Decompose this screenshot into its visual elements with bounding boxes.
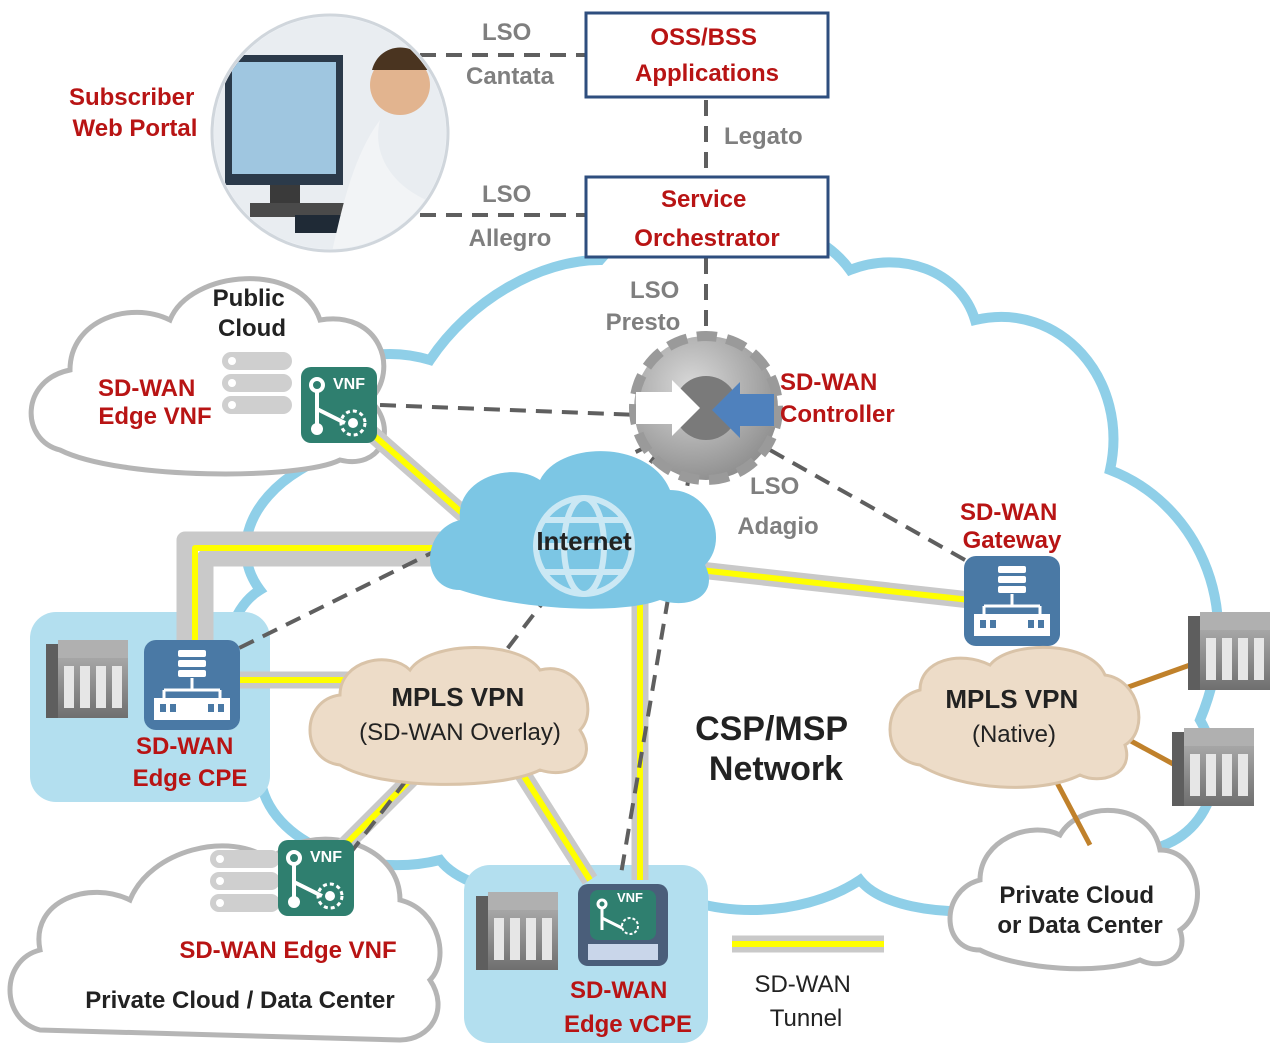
internet-cloud[interactable] <box>430 451 717 609</box>
network-switch-icon[interactable] <box>142 638 242 732</box>
server-rack-icon <box>222 352 292 414</box>
gateway-label: SD-WAN Gateway <box>960 499 1064 554</box>
controller-gear-icon[interactable] <box>629 331 783 485</box>
vnf-icon: VNF <box>276 838 356 918</box>
internet-label: Internet <box>536 526 632 556</box>
building-icon <box>46 640 128 718</box>
lso-cantata-label: LSO Cantata <box>466 19 555 90</box>
mpls-native-cloud[interactable] <box>888 645 1141 789</box>
legend-label: SD-WAN Tunnel <box>754 971 857 1032</box>
globe-icon <box>533 495 635 597</box>
private-dc-left-label: Private Cloud / Data Center <box>85 987 394 1014</box>
vnf-icon: VNF <box>299 365 379 445</box>
lso-adagio-label: LSO Adagio <box>737 473 818 540</box>
svg-text:VNF: VNF <box>333 376 365 393</box>
private-vnf-label: SD-WAN Edge VNF <box>179 937 396 964</box>
public-cloud <box>28 276 387 477</box>
mpls-overlay-label: MPLS VPN (SD-WAN Overlay) <box>359 682 561 746</box>
public-vnf-label: SD-WAN Edge VNF <box>98 375 212 430</box>
private-cloud-right <box>947 807 1200 972</box>
service-orchestrator-box[interactable] <box>584 175 830 259</box>
tunnel-legend: SD-WAN Tunnel <box>732 935 884 1032</box>
network-switch-icon[interactable] <box>962 554 1062 648</box>
mpls-native-label: MPLS VPN (Native) <box>945 684 1082 748</box>
lso-presto-label: LSO Presto <box>606 277 686 336</box>
csp-network-label: CSP/MSP Network <box>695 710 857 788</box>
vcpe-device-icon[interactable]: VNF <box>578 884 668 966</box>
mpls-overlay-cloud[interactable] <box>308 646 590 786</box>
svg-text:VNF: VNF <box>617 890 643 905</box>
building-icon <box>1172 728 1254 806</box>
lso-allegro-label: LSO Allegro <box>469 181 552 252</box>
svg-text:VNF: VNF <box>310 849 342 866</box>
legato-label: Legato <box>724 123 803 150</box>
server-rack-icon <box>210 850 280 912</box>
building-icon <box>476 892 558 970</box>
edge-cpe-label: SD-WAN Edge CPE <box>133 733 248 792</box>
orchestrator-label: Service Orchestrator <box>634 186 779 252</box>
oss-bss-box[interactable] <box>584 11 830 99</box>
building-icon <box>1188 612 1270 690</box>
person-at-computer-photo <box>210 13 450 253</box>
edge-vcpe-label: SD-WAN Edge vCPE <box>564 977 692 1038</box>
subscriber-portal-label: Subscriber Web Portal <box>69 84 201 142</box>
oss-bss-label: OSS/BSS Applications <box>635 24 779 87</box>
private-dc-right-label: Private Cloud or Data Center <box>997 882 1162 939</box>
public-cloud-label: Public Cloud <box>213 285 292 342</box>
controller-label: SD-WAN Controller <box>780 369 895 428</box>
